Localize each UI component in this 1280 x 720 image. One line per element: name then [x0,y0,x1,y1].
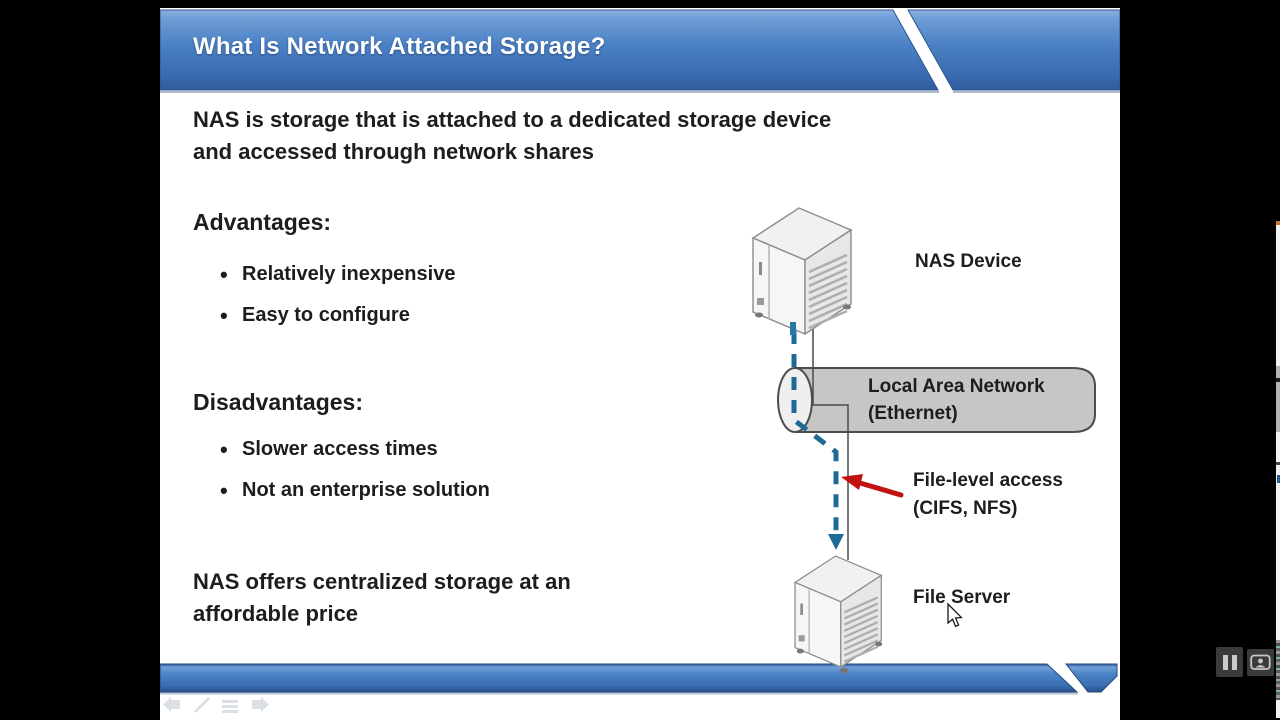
header-banner [160,9,1120,93]
intro-line-1: NAS is storage that is attached to a ded… [193,107,832,132]
advantage-item: Relatively inexpensive [218,262,455,288]
right-edge-sliver-accent [1276,221,1280,225]
disadvantage-item: Not an enterprise solution [218,478,490,504]
disadvantages-heading: Disadvantages: [193,389,364,415]
pause-button[interactable] [1216,647,1243,677]
right-edge-sliver-mark [1277,475,1280,483]
slide-title: What Is Network Attached Storage? [193,33,606,60]
advantage-item: Easy to configure [218,303,410,329]
intro-line-2: and accessed through network shares [193,139,595,164]
closing-line-1: NAS offers centralized storage at an [193,569,571,594]
nav-menu-icon[interactable] [222,700,238,713]
red-callout-arrow [841,474,904,498]
presenter-video-icon [1250,654,1271,670]
right-edge-sliver-noise [1276,640,1280,700]
file-server-icon [793,555,883,674]
nas-device-icon [751,207,853,336]
presenter-video-button[interactable] [1247,649,1274,676]
disadvantage-item: Slower access times [218,437,438,463]
lan-label: Local Area Network (Ethernet) [868,373,1045,427]
presenter-nav [163,696,269,714]
right-edge-sliver-band [1276,366,1280,432]
nav-pen-icon[interactable] [193,696,211,714]
file-access-line-1: File-level access [913,470,1063,491]
dashed-flow-line [791,308,844,550]
right-edge-sliver-mark [1276,462,1280,465]
right-edge-sliver [1276,224,1280,718]
slide-canvas: What Is Network Attached Storage? NAS is… [160,8,1120,720]
lan-label-line-1: Local Area Network [868,376,1045,397]
intro-text: NAS is storage that is attached to a ded… [193,104,831,168]
file-server-label: File Server [913,587,1011,608]
right-edge-sliver-mark [1276,378,1280,382]
pause-icon [1222,654,1228,670]
advantages-heading: Advantages: [193,209,332,235]
file-access-line-2: (CIFS, NFS) [913,498,1018,519]
slide-ribbons [160,9,1120,714]
nas-diagram [751,207,1096,674]
lan-label-line-2: (Ethernet) [868,403,958,424]
closing-line-2: affordable price [193,601,359,626]
solid-connector-line [812,326,849,560]
mouse-cursor-icon [947,602,963,628]
nav-forward-icon[interactable] [252,697,269,712]
nas-device-label: NAS Device [915,251,1022,272]
nav-back-icon[interactable] [163,697,180,712]
closing-text: NAS offers centralized storage at an aff… [193,566,571,630]
file-access-label: File-level access (CIFS, NFS) [913,467,1063,523]
